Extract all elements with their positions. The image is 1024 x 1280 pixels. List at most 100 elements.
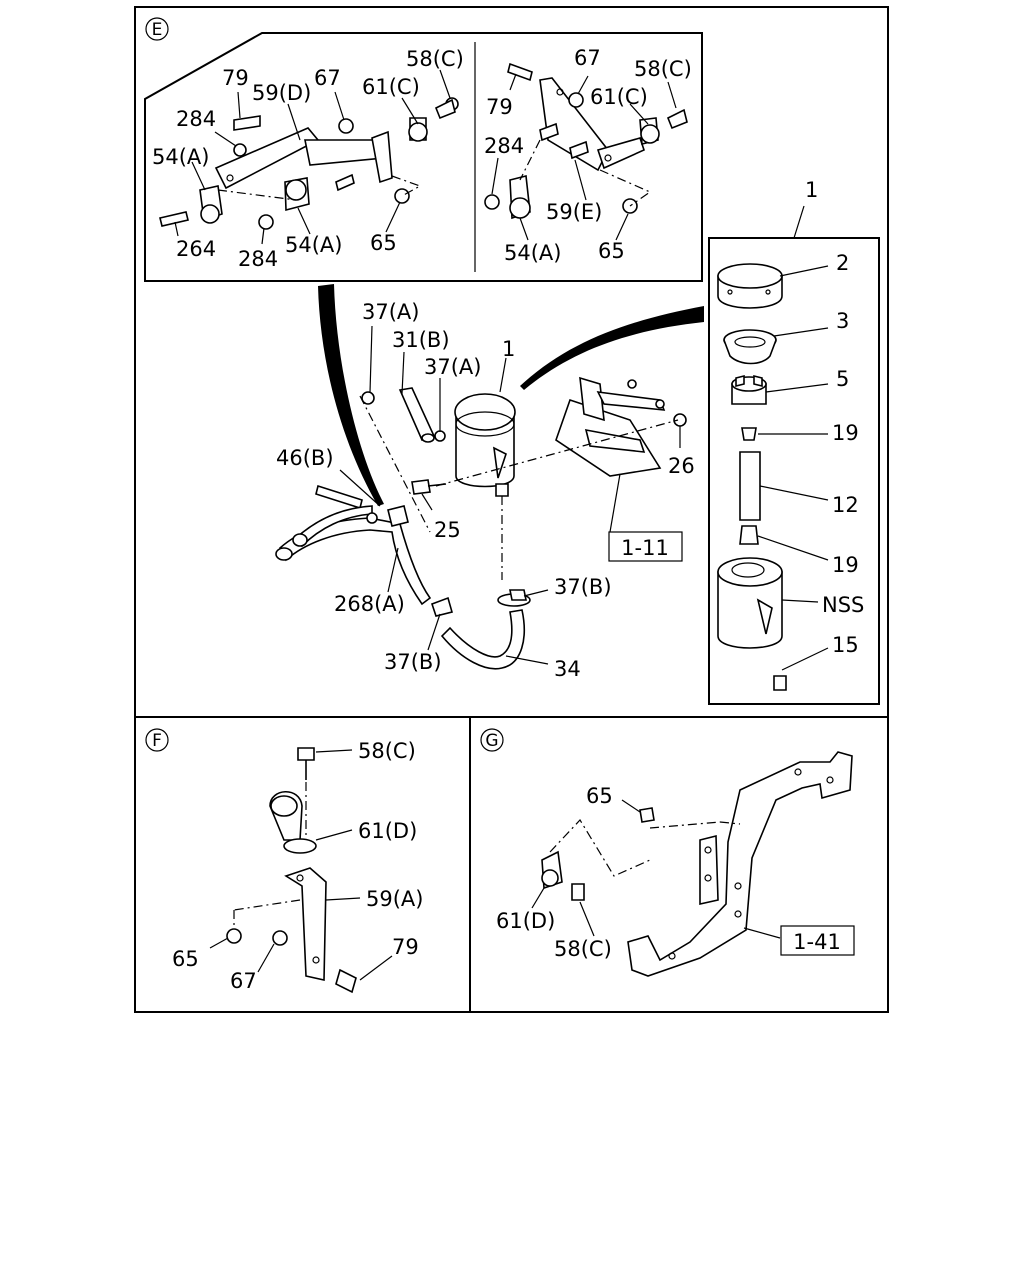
callout: 65 — [172, 947, 199, 971]
kit-leaders — [757, 265, 829, 671]
f-leaders — [209, 749, 393, 981]
callout: 58(C) — [358, 739, 416, 763]
pipe-268a — [275, 484, 432, 606]
section-e-marker-circle — [145, 17, 169, 41]
callout: 58(C) — [406, 47, 464, 71]
section-g-marker: G — [485, 731, 498, 751]
g-callouts: 65 61(D) 58(C) — [496, 784, 613, 961]
section-e-right-parts — [484, 62, 688, 220]
callout: 54(A) — [152, 145, 209, 169]
callout: 264 — [176, 237, 216, 261]
callout: 31(B) — [392, 328, 450, 352]
f-bracket — [284, 867, 327, 981]
callout: 79 — [486, 95, 513, 119]
section-e-left-leaders — [174, 69, 451, 245]
bolt-25 — [411, 479, 447, 495]
kit-plug — [773, 675, 787, 691]
g-clamp — [541, 819, 651, 890]
callout: 5 — [836, 367, 849, 391]
callout: 67 — [230, 969, 257, 993]
callout: 79 — [392, 935, 419, 959]
g-bolt — [571, 883, 585, 901]
main-leaders — [339, 325, 681, 665]
callout: NSS — [822, 593, 864, 617]
section-e-left-callouts: 79 59(D) 67 58(C) 61(C) 284 54(A) 264 28… — [152, 47, 464, 271]
ref-box-label: 1-11 — [621, 536, 669, 560]
section-e-right-leaders — [491, 73, 677, 241]
hose-34 — [430, 589, 531, 670]
section-g: G — [480, 728, 855, 977]
g-leaders — [531, 799, 781, 939]
section-e-right-callouts: 67 58(C) 79 61(C) 284 59(E) 54(A) 65 — [484, 46, 692, 265]
callout: 79 — [222, 66, 249, 90]
bracket-assembly — [435, 376, 687, 487]
section-e-marker: E — [152, 20, 163, 40]
callout: 2 — [836, 251, 849, 275]
callout: 59(D) — [252, 81, 311, 105]
callout: 26 — [668, 454, 695, 478]
kit-tube — [739, 451, 761, 521]
f-callouts: 58(C) 61(D) 59(A) 65 67 79 — [172, 739, 423, 993]
f-nut-65 — [226, 928, 242, 944]
section-g-marker-circle — [480, 728, 504, 752]
callout: 59(E) — [546, 200, 602, 224]
callout: 65 — [598, 239, 625, 263]
callout: 61(C) — [590, 85, 648, 109]
f-bolt — [297, 747, 315, 761]
kit-bushing-lower — [739, 525, 759, 545]
main-assembly: 37(A) 31(B) 37(A) 1 46(B) 26 25 268(A) 3… — [275, 284, 704, 681]
section-f: F 58(C) — [145, 728, 423, 994]
callout: 25 — [434, 518, 461, 542]
callout: 37(A) — [424, 355, 481, 379]
callout: 19 — [832, 421, 859, 445]
callout: 37(A) — [362, 300, 419, 324]
callout: 15 — [832, 633, 859, 657]
kit-callout-1: 1 — [805, 178, 818, 202]
callout: 65 — [586, 784, 613, 808]
callout: 46(B) — [276, 446, 334, 470]
callout: 65 — [370, 231, 397, 255]
callout: 58(C) — [554, 937, 612, 961]
ref-box-1-41 — [780, 925, 855, 956]
kit-callouts: 2 3 5 19 12 19 NSS 15 — [822, 251, 864, 657]
section-e-left-parts — [159, 97, 459, 230]
callout: 67 — [574, 46, 601, 70]
callout: 61(D) — [496, 909, 555, 933]
callout: 61(C) — [362, 75, 420, 99]
callout: 37(B) — [384, 650, 442, 674]
main-callouts: 37(A) 31(B) 37(A) 1 46(B) 26 25 268(A) 3… — [276, 300, 695, 681]
kit-body — [717, 557, 783, 649]
g-bracket — [627, 751, 853, 977]
callout: 268(A) — [334, 592, 405, 616]
f-bolt-79 — [335, 968, 357, 994]
section-f-marker-circle — [145, 728, 169, 752]
hose-31b — [359, 387, 446, 533]
kit-seal — [723, 329, 777, 365]
ref-box-1-11 — [608, 531, 683, 562]
callout: 3 — [836, 309, 849, 333]
ref-box-label: 1-41 — [793, 930, 841, 954]
callout: 67 — [314, 66, 341, 90]
section-f-marker: F — [152, 731, 162, 751]
callout: 19 — [832, 553, 859, 577]
kit-box: 1 — [708, 178, 880, 705]
reservoir-tank — [454, 393, 516, 580]
callout: 34 — [554, 657, 581, 681]
kit-retainer — [731, 374, 767, 405]
callout: 61(D) — [358, 819, 417, 843]
callout: 284 — [176, 107, 216, 131]
diagram-frame — [134, 6, 889, 1013]
callout: 284 — [238, 247, 278, 271]
section-e: E — [144, 17, 703, 282]
callout: 54(A) — [504, 241, 561, 265]
callout: 12 — [832, 493, 859, 517]
callout: 37(B) — [554, 575, 612, 599]
callout: 284 — [484, 134, 524, 158]
f-nut-67 — [272, 930, 288, 946]
f-clamp — [269, 791, 317, 854]
callout: 58(C) — [634, 57, 692, 81]
callout: 1 — [502, 337, 515, 361]
pointer-swoosh-left — [318, 284, 384, 506]
pointer-swoosh-right — [520, 306, 704, 390]
